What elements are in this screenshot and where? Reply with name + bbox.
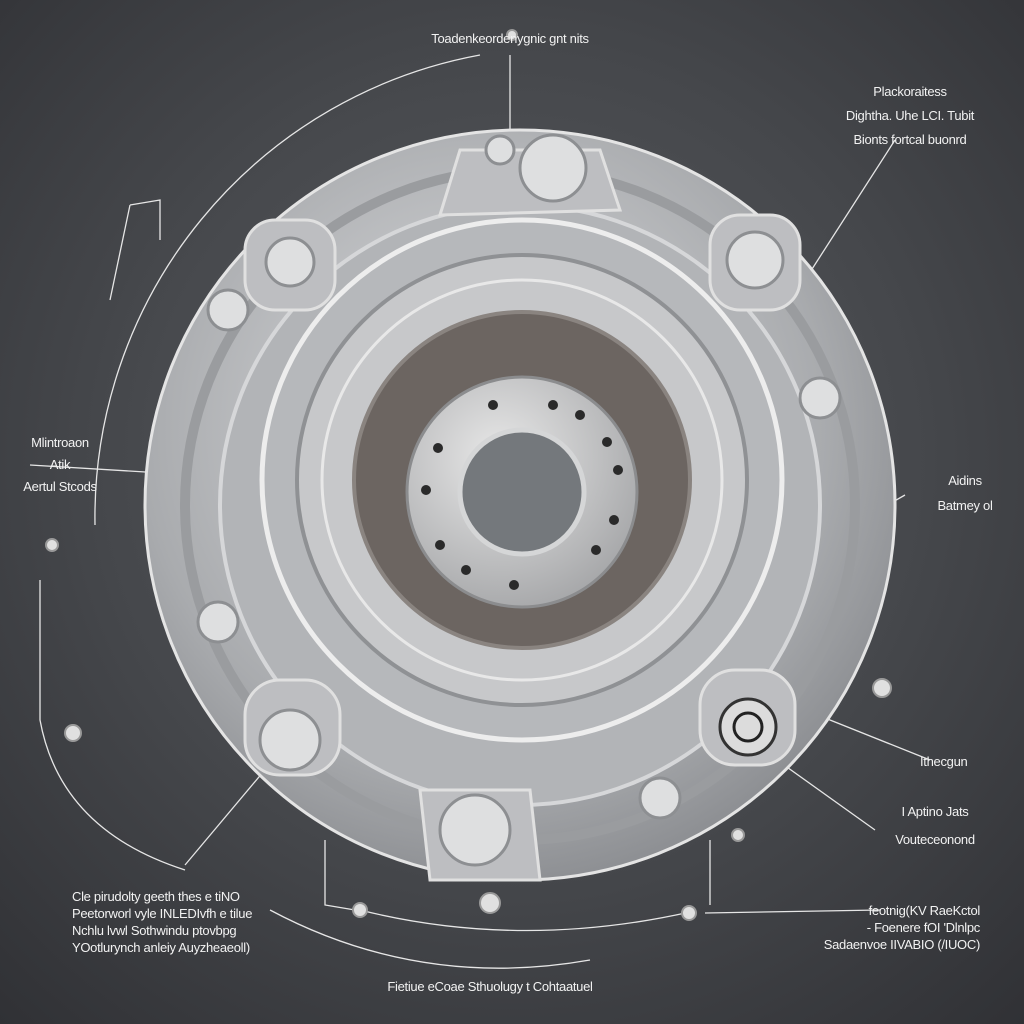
caption-bottom: Fietiue eCoae Sthuolugy t Cohtaatuel [387,979,593,994]
label-line: I Aptino Jats [901,804,969,819]
bolt-heads [196,133,842,867]
label-line: Vouteceonond [895,832,975,847]
label-line: Cle pirudolty geeth thes e tiNO [72,889,240,904]
label-line: Ithecgun [920,754,968,769]
label-line: Nchlu lvwl Sothwindu ptovbpg [72,923,237,938]
label-line: Batmey ol [937,498,993,513]
label-line: Plackoraitess [873,84,947,99]
sensor-port [718,697,778,757]
label-top-right: Plackoraitess Dightha. Uhe LCI. Tubit Bi… [820,80,1000,152]
label-line: Bionts fortcal buonrd [853,132,967,147]
small-markers [45,29,892,921]
label-left: Mlintroaon Atik Aertul Stcods [5,432,115,498]
hub-bolt-holes [421,400,623,590]
label-line: Mlintroaon [31,435,89,450]
label-right-lower: Ithecgun [920,752,968,772]
title-top-label: Toadenkeordenygnic gnt nits [431,31,589,46]
label-bottom-right: feotnig(KV RaeKctol - Foenere fOI 'Dlnlp… [820,902,981,953]
bearing-housing [259,217,785,743]
label-line: Sadaenvoe IIVABIO (/IUOC) [823,937,981,952]
label-line: Aidins [948,473,982,488]
label-line: YOotlurynch anleiy Auyzheaeoll) [72,940,250,955]
label-bottom-left: Cle pirudolty geeth thes e tiNO Peetorwo… [72,888,252,956]
label-right-mid: Aidins Batmey ol [920,468,1010,518]
label-line: Peetorworl vyle INLEDIvfh e tilue [72,906,253,921]
label-line: Dightha. Uhe LCI. Tubit [845,108,975,123]
label-line: Aertul Stcods [23,479,97,494]
label-line: - Foenere fOI 'Dlnlpc [866,920,981,935]
label-right-lower-2: I Aptino Jats Vouteceonond [880,798,990,854]
label-line: feotnig(KV RaeKctol [868,903,981,918]
label-line: Atik [49,457,71,472]
